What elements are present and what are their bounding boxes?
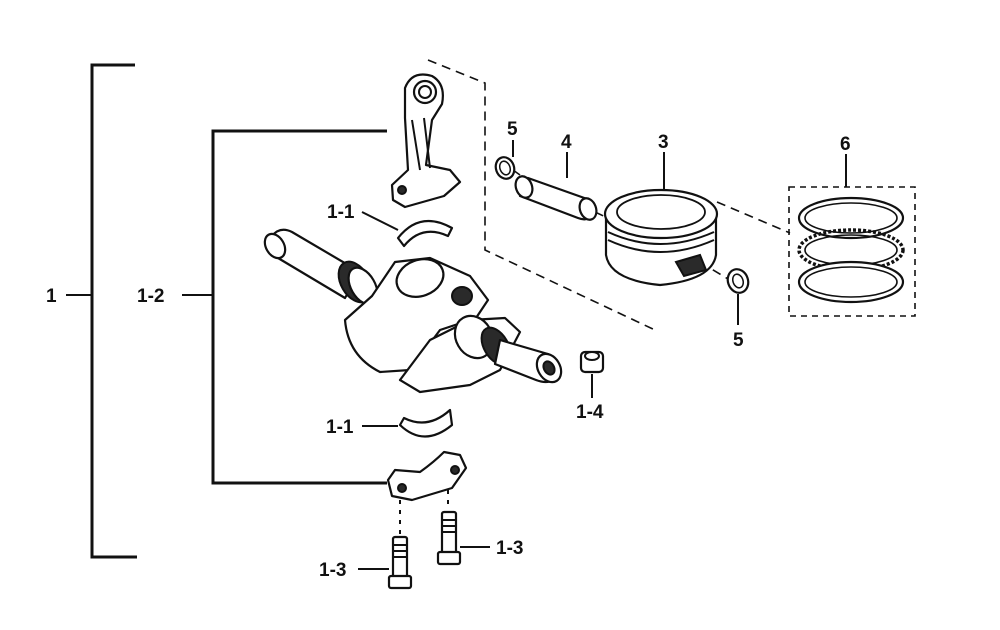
bearing-shell-lower (398, 408, 454, 438)
callout-4: 4 (561, 132, 572, 153)
leader-lines (358, 140, 847, 570)
piston-pin (514, 175, 598, 221)
callout-3: 3 (658, 132, 669, 153)
connecting-rod (390, 73, 462, 209)
rod-cap (386, 450, 468, 502)
callout-1: 1 (46, 286, 57, 307)
bracket-crankshaft-1-2 (182, 129, 387, 485)
callout-5-bottom: 5 (733, 330, 744, 351)
crankshaft (263, 228, 563, 394)
callout-6: 6 (840, 134, 851, 155)
callout-1-2: 1-2 (137, 286, 164, 307)
piston-rings (788, 186, 916, 317)
callout-labels: 1 1-2 1-1 1-1 1-3 1-3 1-4 3 4 5 5 6 (46, 119, 851, 581)
rod-bolt-left (387, 535, 413, 590)
callout-1-3-left: 1-3 (319, 560, 346, 581)
callout-1-1-lower: 1-1 (326, 417, 354, 438)
callout-1-1-upper: 1-1 (327, 202, 355, 223)
piston (603, 188, 719, 287)
crankshaft-nut (579, 350, 605, 374)
circlip-bottom (726, 268, 750, 294)
callout-1-4: 1-4 (576, 402, 604, 423)
callout-1-3-right: 1-3 (496, 538, 523, 559)
circlip-top (494, 156, 516, 180)
bracket-assembly-1 (66, 63, 137, 559)
rod-bolt-right (436, 510, 462, 566)
bearing-shell-upper (396, 219, 454, 248)
callout-5-top: 5 (507, 119, 518, 140)
